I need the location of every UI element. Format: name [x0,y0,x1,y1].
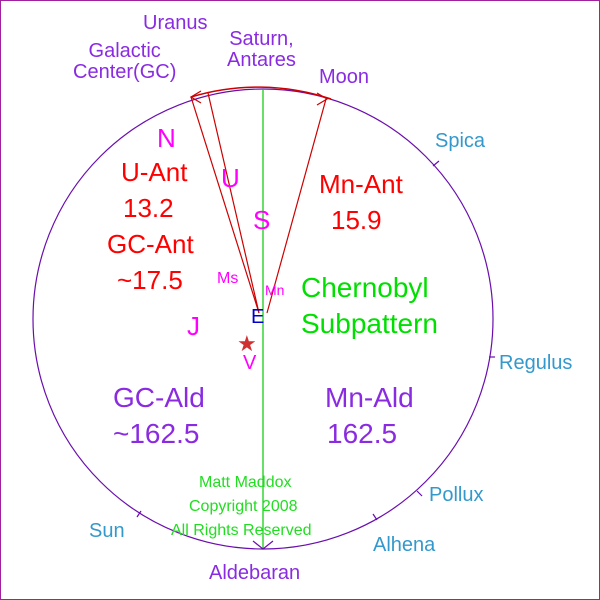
arrow-bottom [252,540,274,550]
copyright-line3: All Rights Reserved [171,522,312,539]
label-moon: Moon [319,66,370,88]
gc-ant-value: ~17.5 [117,265,183,295]
planet-mn: Mn [265,282,285,298]
subpattern-line2: Subpattern [301,308,438,339]
gc-ald-value: ~162.5 [113,418,200,449]
mn-ant-value: 15.9 [331,205,382,235]
mn-ald-value: 162.5 [327,418,398,449]
ray-moon [266,98,327,314]
tick-alhena [372,513,378,521]
ray-galactic-center [190,96,260,314]
venus-star-icon: ★ [237,331,257,356]
label-regulus: Regulus [499,352,573,374]
planet-ms: Ms [217,270,239,287]
planet-e: E [251,306,265,328]
planet-v: V [243,352,257,374]
label-pollux: Pollux [429,484,484,506]
gc-ald-label: GC-Ald [113,382,205,413]
mn-ald-label: Mn-Ald [325,382,414,413]
mn-ant-label: Mn-Ant [319,169,403,199]
arrow-left [189,90,202,104]
planet-s: S [253,205,271,235]
copyright-line1: Matt Maddox [199,474,292,491]
label-galactic-center: Galactic Center(GC) [73,40,177,83]
u-ant-label: U-Ant [121,157,188,187]
arrow-moon [316,92,329,106]
tick-sun [136,510,142,518]
planet-j: J [187,311,200,341]
planet-u: U [221,163,240,193]
label-uranus: Uranus [143,12,208,34]
copyright-line2: Copyright 2008 [189,498,298,515]
tick-pollux [416,490,423,497]
label-sun: Sun [89,520,125,542]
tick-spica [432,160,440,167]
ray-uranus [207,92,260,314]
label-aldebaran: Aldebaran [209,562,301,584]
label-spica: Spica [435,130,486,152]
u-ant-value: 13.2 [123,193,174,223]
planet-n: N [157,123,176,153]
top-arc [190,86,332,100]
label-alhena: Alhena [373,534,436,556]
subpattern-line1: Chernobyl [301,272,429,303]
gc-ant-label: GC-Ant [107,229,194,259]
label-saturn-antares: Saturn, Antares [227,28,296,71]
